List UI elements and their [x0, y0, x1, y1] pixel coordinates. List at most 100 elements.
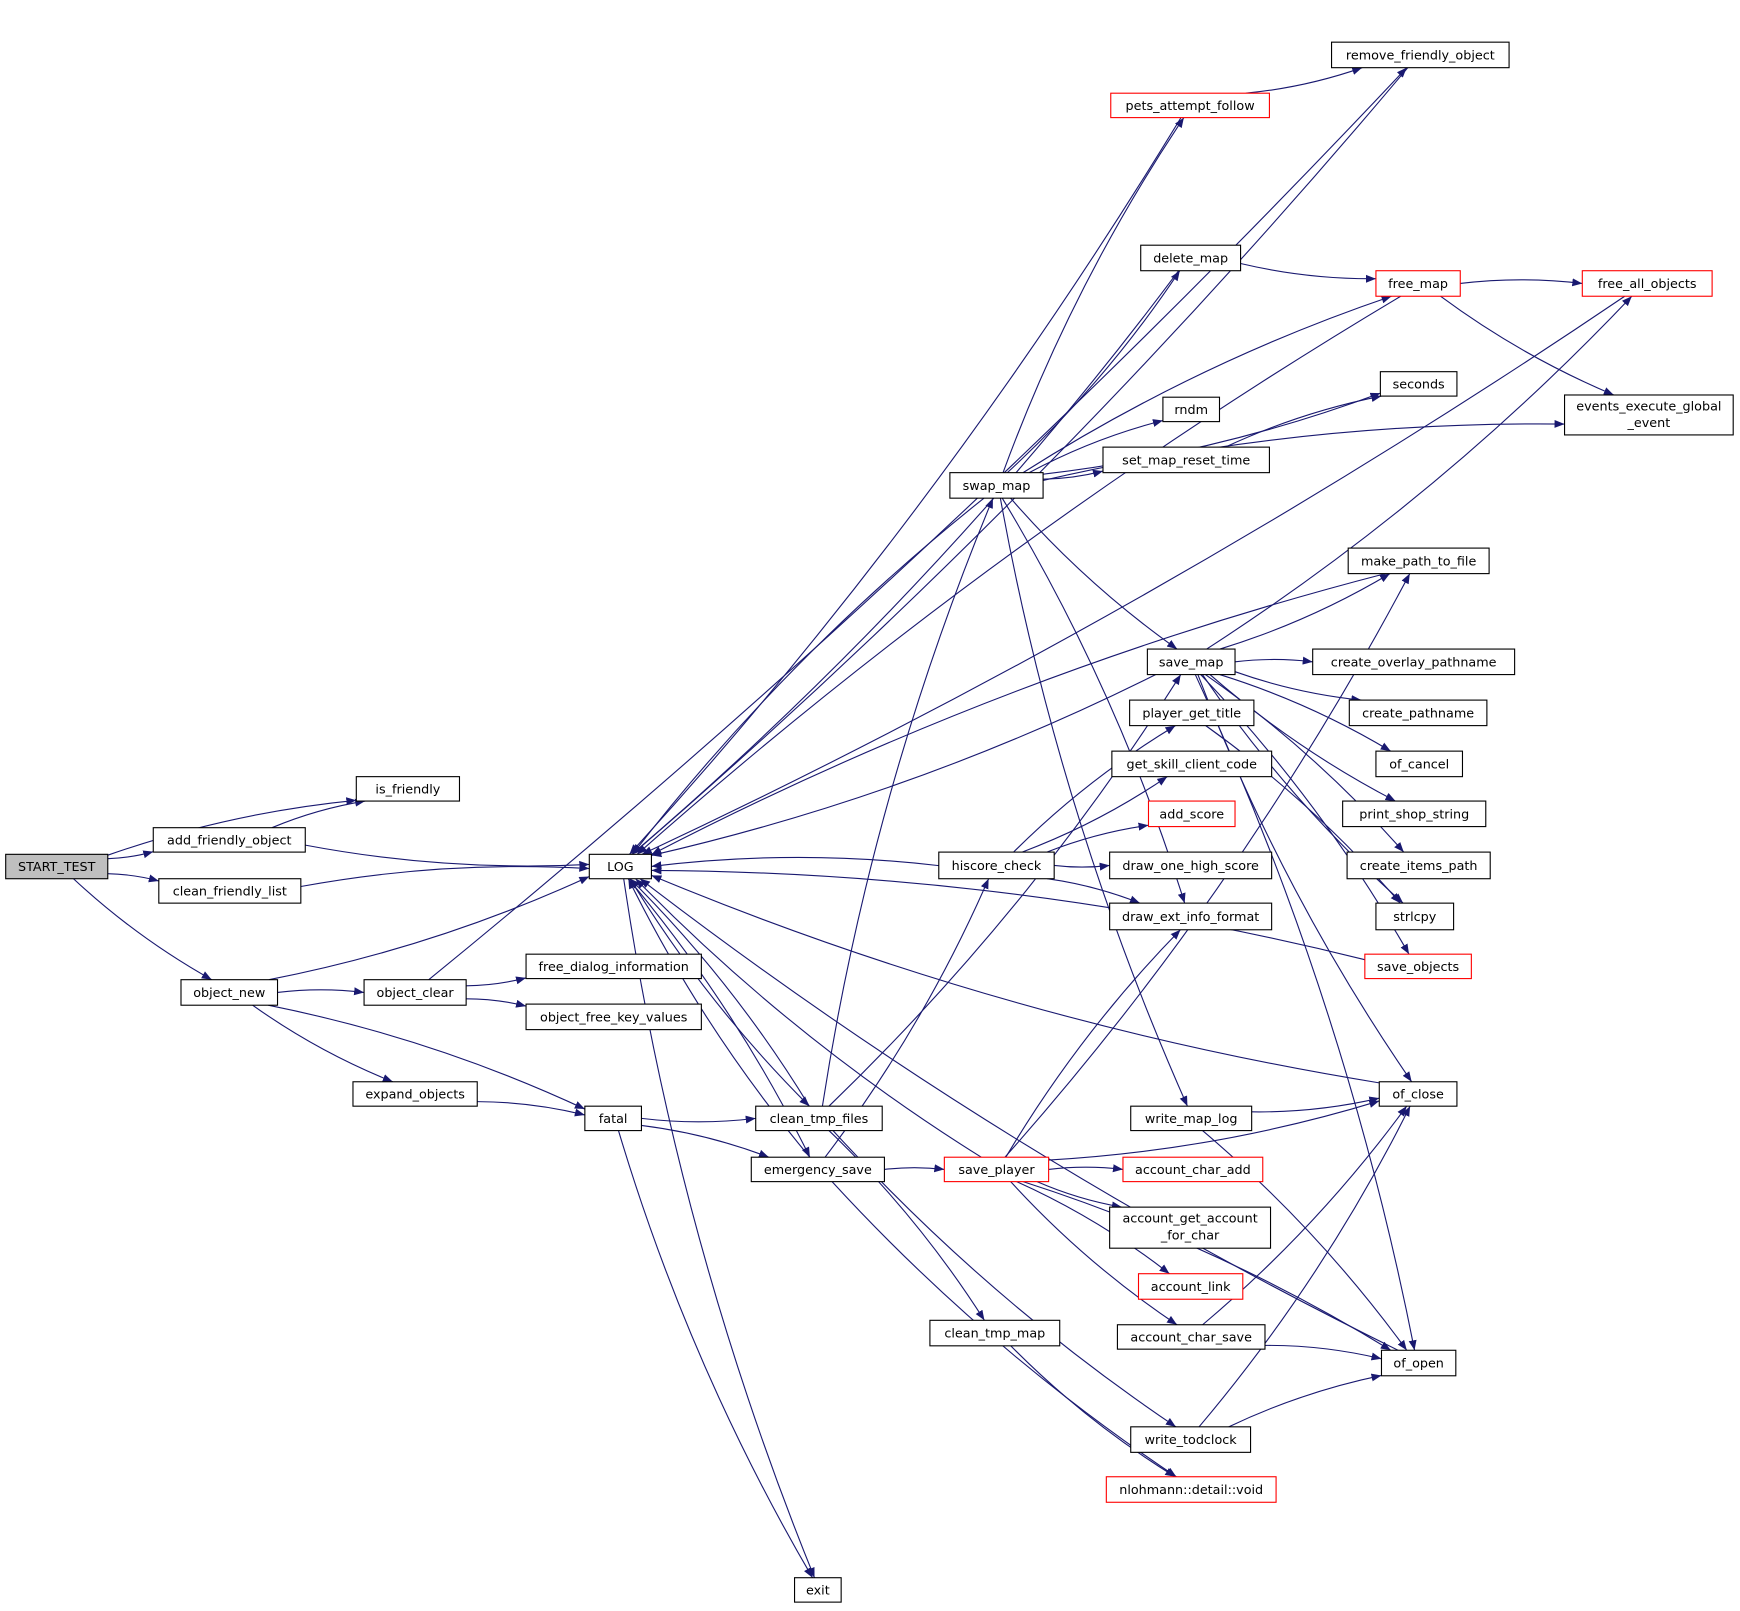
node-get-skill-client-code[interactable]: get_skill_client_code: [1111, 750, 1273, 778]
node-free-map[interactable]: free_map: [1375, 270, 1461, 297]
node-box: [1375, 270, 1461, 297]
node-box: [1109, 1206, 1272, 1249]
node-label: clean_tmp_files: [770, 1112, 869, 1127]
edge-write-map-log-to-of-close: [1251, 1096, 1380, 1113]
edge-save-player-to-draw-ext-info-format: [1005, 929, 1181, 1158]
edge-free-all-objects-to-log: [641, 295, 1625, 855]
edge-swap-map-to-free-map: [1022, 295, 1392, 474]
node-box: [1109, 902, 1273, 931]
node-object-clear[interactable]: object_clear: [363, 979, 467, 1006]
node-box: [584, 1105, 642, 1132]
edge-hiscore-check-to-draw-one-high-score: [1054, 862, 1110, 871]
node-of-open[interactable]: of_open: [1380, 1349, 1457, 1377]
node-seconds[interactable]: seconds: [1379, 371, 1458, 397]
node-box: [1347, 547, 1490, 575]
node-box: [1364, 953, 1472, 980]
node-account-char-save[interactable]: account_char_save: [1116, 1324, 1266, 1350]
node-save-objects[interactable]: save_objects: [1364, 953, 1472, 980]
node-add-score[interactable]: add_score: [1147, 800, 1236, 828]
node-box: [1348, 699, 1488, 727]
node-box: [352, 1081, 478, 1107]
node-box: [152, 827, 306, 853]
node-emergency-save[interactable]: emergency_save: [750, 1156, 885, 1183]
edges-layer: [73, 67, 1633, 1578]
nodes-layer: START_TEST is_friendly add_friendly_object…: [5, 41, 1734, 1603]
edge-hiscore-check-to-draw-ext-info-format: [1047, 878, 1141, 904]
node-save-player[interactable]: save_player: [943, 1156, 1050, 1183]
edge-free-map-to-log: [636, 295, 1401, 855]
node-account-char-add[interactable]: account_char_add: [1122, 1156, 1264, 1183]
node-box: [1105, 1476, 1277, 1503]
node-start-test[interactable]: START_TEST: [5, 853, 109, 880]
node-log[interactable]: LOG: [588, 853, 652, 880]
node-label-line2: _for_char: [1160, 1228, 1220, 1243]
node-label: clean_tmp_map: [944, 1327, 1045, 1342]
node-hiscore-check[interactable]: hiscore_check: [938, 851, 1055, 880]
node-label: nlohmann::detail::void: [1119, 1483, 1263, 1498]
node-box: [1146, 648, 1236, 676]
node-box: [1375, 902, 1455, 931]
node-free-all-objects[interactable]: free_all_objects: [1581, 270, 1713, 297]
edge-delete-map-to-free-map: [1240, 262, 1376, 283]
node-draw-ext-info-format[interactable]: draw_ext_info_format: [1109, 902, 1273, 931]
node-free-dialog-information[interactable]: free_dialog_information: [525, 953, 702, 980]
node-of-close[interactable]: of_close: [1378, 1081, 1458, 1107]
node-label: free_map: [1388, 277, 1448, 292]
node-pets-attempt-follow[interactable]: pets_attempt_follow: [1110, 92, 1270, 119]
node-player-get-title[interactable]: player_get_title: [1129, 699, 1255, 727]
node-label: swap_map: [963, 479, 1031, 494]
node-clean-tmp-map[interactable]: clean_tmp_map: [929, 1319, 1061, 1347]
node-rndm[interactable]: rndm: [1162, 396, 1221, 423]
node-label: save_map: [1159, 655, 1224, 670]
node-create-pathname[interactable]: create_pathname: [1348, 699, 1488, 727]
node-draw-one-high-score[interactable]: draw_one_high_score: [1109, 851, 1273, 880]
edge-hiscore-check-to-get-skill-client-code: [1021, 776, 1168, 853]
node-print-shop-string[interactable]: print_shop_string: [1342, 800, 1487, 828]
edge-swap-map-to-save-map: [1010, 497, 1178, 650]
node-box: [1147, 800, 1236, 828]
node-label: player_get_title: [1142, 706, 1241, 721]
node-label: make_path_to_file: [1361, 554, 1476, 569]
node-create-overlay-pathname[interactable]: create_overlay_pathname: [1312, 648, 1516, 676]
edge-log-to-exit: [623, 878, 816, 1578]
node-strlcpy[interactable]: strlcpy: [1375, 902, 1455, 931]
node-label: is_friendly: [375, 782, 440, 797]
node-expand-objects[interactable]: expand_objects: [352, 1081, 478, 1107]
node-box: [1140, 244, 1242, 272]
node-events-execute-global-event[interactable]: events_execute_global_event: [1563, 394, 1734, 436]
node-clean-friendly-list[interactable]: clean_friendly_list: [158, 878, 302, 904]
node-exit[interactable]: exit: [793, 1577, 842, 1603]
node-object-new[interactable]: object_new: [180, 979, 279, 1006]
node-account-link[interactable]: account_link: [1137, 1273, 1244, 1300]
node-object-free-key-values[interactable]: object_free_key_values: [525, 1003, 702, 1031]
node-nlohmann-detail-void[interactable]: nlohmann::detail::void: [1105, 1476, 1277, 1503]
node-box: [1130, 1105, 1253, 1132]
node-of-cancel[interactable]: of_cancel: [1375, 750, 1464, 778]
node-swap-map[interactable]: swap_map: [949, 472, 1044, 499]
node-label: draw_ext_info_format: [1122, 910, 1259, 925]
node-set-map-reset-time[interactable]: set_map_reset_time: [1102, 446, 1270, 474]
node-account-get-account-for-char[interactable]: account_get_account_for_char: [1109, 1206, 1272, 1249]
node-box: [1312, 648, 1516, 676]
edge-save-player-to-of-close: [1048, 1100, 1380, 1161]
node-make-path-to-file[interactable]: make_path_to_file: [1347, 547, 1490, 575]
node-clean-tmp-files[interactable]: clean_tmp_files: [755, 1105, 883, 1132]
edge-write-todclock-to-of-close: [1198, 1105, 1411, 1428]
node-label: remove_friendly_object: [1346, 48, 1495, 63]
node-write-todclock[interactable]: write_todclock: [1130, 1426, 1252, 1453]
node-write-map-log[interactable]: write_map_log: [1130, 1105, 1253, 1132]
edge-object-clear-to-object-free-key-values: [466, 998, 527, 1008]
edge-start-test-to-object-new: [73, 878, 213, 981]
node-fatal[interactable]: fatal: [584, 1105, 642, 1132]
node-box: [1102, 446, 1270, 474]
node-label: expand_objects: [365, 1087, 465, 1102]
node-delete-map[interactable]: delete_map: [1140, 244, 1242, 272]
node-is-friendly[interactable]: is_friendly: [355, 776, 461, 802]
node-add-friendly-object[interactable]: add_friendly_object: [152, 827, 306, 853]
node-box: [929, 1319, 1061, 1347]
edge-save-map-to-log: [651, 674, 1156, 858]
node-remove-friendly-object[interactable]: remove_friendly_object: [1330, 41, 1510, 69]
node-save-map[interactable]: save_map: [1146, 648, 1236, 676]
node-label: START_TEST: [18, 860, 96, 875]
node-create-items-path[interactable]: create_items_path: [1346, 851, 1491, 880]
